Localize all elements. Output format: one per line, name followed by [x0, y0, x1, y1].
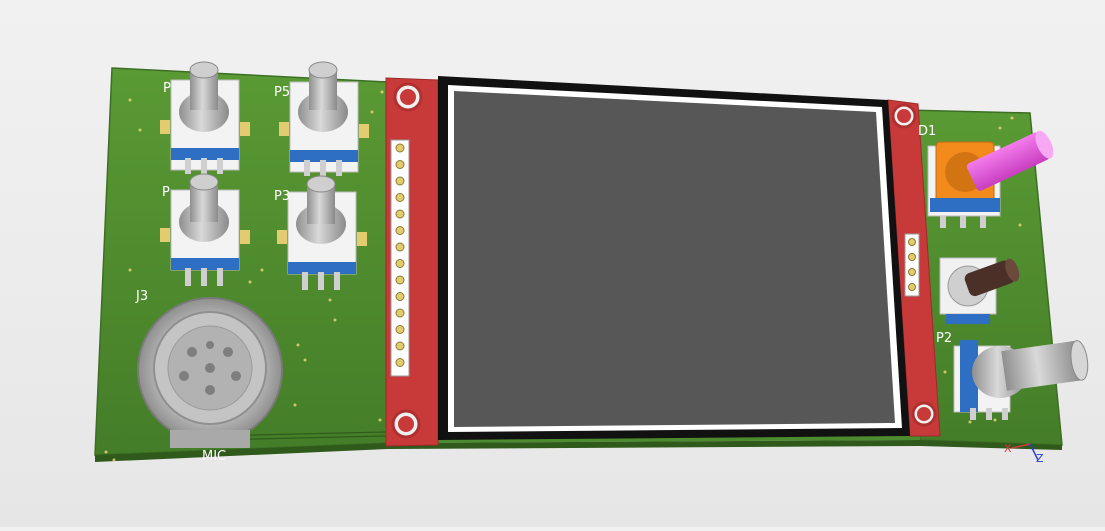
header-pin	[395, 341, 405, 351]
display-pin-header	[390, 139, 410, 377]
label-p-mid-left: P	[162, 185, 170, 200]
label-mic: MIC	[202, 449, 226, 464]
lcd-screen	[454, 91, 895, 427]
header-pin	[395, 226, 405, 235]
header-pin	[395, 259, 405, 268]
header-pin	[908, 253, 916, 261]
header-pin	[395, 308, 405, 318]
header-pin	[395, 160, 405, 169]
mic-connector-j3[interactable]	[137, 297, 283, 448]
label-j3: J3	[135, 289, 148, 304]
label-p-top-left: P	[163, 81, 171, 96]
pot-knob-p3[interactable]	[277, 175, 367, 290]
pot-knob-top-left[interactable]	[160, 61, 250, 174]
rotary-encoder-small[interactable]	[939, 257, 1022, 324]
header-pin	[908, 268, 916, 276]
header-pin	[908, 283, 916, 291]
header-pin	[395, 358, 405, 367]
label-d1: D1	[918, 124, 936, 139]
label-p5: P5	[274, 85, 290, 100]
axis-z-label: Z	[1036, 452, 1044, 465]
display-pin-header-right	[904, 233, 920, 297]
pot-knob-p5[interactable]	[279, 61, 369, 176]
axis-triad-icon: X Z	[1004, 442, 1044, 465]
header-pin	[395, 275, 405, 285]
label-p2: P2	[936, 331, 952, 346]
header-pin	[395, 242, 405, 252]
header-pin	[395, 292, 405, 301]
axis-x-label: X	[1004, 442, 1012, 455]
header-pin	[395, 193, 405, 202]
header-pin	[395, 176, 405, 186]
header-pin	[395, 209, 405, 219]
header-pin	[395, 143, 405, 153]
header-pin	[908, 238, 916, 246]
header-pin	[395, 325, 405, 334]
rotary-encoder-d1[interactable]	[927, 128, 1057, 228]
tft-display-module[interactable]	[385, 76, 941, 447]
pot-knob-mid-left[interactable]	[160, 173, 250, 286]
label-p3: P3	[274, 189, 290, 204]
pot-knob-p2[interactable]	[953, 340, 1090, 420]
